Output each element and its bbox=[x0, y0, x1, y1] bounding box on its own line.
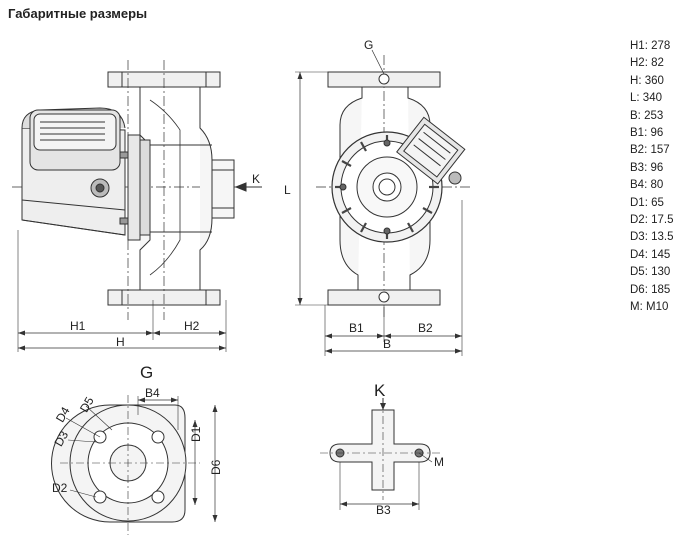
dim-b4: B4: 80 bbox=[630, 179, 664, 192]
label-m: M bbox=[434, 455, 444, 469]
label-d3: D3 bbox=[51, 428, 71, 449]
dim-m: M: M10 bbox=[630, 301, 669, 314]
label-g-flange: G bbox=[140, 363, 153, 382]
label-d6: D6 bbox=[209, 459, 223, 475]
dim-d6: D6: 185 bbox=[630, 283, 671, 296]
label-k-side: K bbox=[252, 172, 260, 186]
label-d2: D2 bbox=[52, 481, 68, 495]
side-view bbox=[12, 60, 262, 352]
dim-d5: D5: 130 bbox=[630, 266, 671, 279]
dim-d1: D1: 65 bbox=[630, 196, 664, 209]
dim-d3: D3: 13.5 bbox=[630, 231, 674, 244]
dim-b3: B3: 96 bbox=[630, 161, 664, 174]
label-l: L bbox=[284, 183, 291, 197]
label-b1: B1 bbox=[349, 321, 364, 335]
dimension-list: H1: 278 H2: 82 H: 360 L: 340 B: 253 B1: … bbox=[630, 38, 673, 317]
label-h2: H2 bbox=[184, 319, 200, 333]
label-g-front: G bbox=[364, 38, 373, 52]
flange-view bbox=[51, 395, 218, 535]
label-b3: B3 bbox=[376, 503, 391, 517]
front-view bbox=[295, 49, 470, 356]
base-plate-view bbox=[320, 398, 440, 510]
dim-h1: H1: 278 bbox=[630, 40, 671, 52]
label-d1: D1 bbox=[189, 426, 203, 442]
label-b2: B2 bbox=[418, 321, 433, 335]
dim-b: B: 253 bbox=[630, 109, 664, 122]
label-h1: H1 bbox=[70, 319, 86, 333]
label-d5: D5 bbox=[77, 394, 97, 415]
dim-l: L: 340 bbox=[630, 92, 662, 105]
dim-h2: H2: 82 bbox=[630, 57, 664, 70]
dim-d2: D2: 17.5 bbox=[630, 214, 674, 227]
label-h: H bbox=[116, 335, 125, 349]
page-title: Габаритные размеры bbox=[8, 6, 148, 21]
label-k-top: K bbox=[374, 381, 386, 400]
dim-b2: B2: 157 bbox=[630, 144, 670, 157]
label-d4: D4 bbox=[53, 404, 73, 425]
dim-d4: D4: 145 bbox=[630, 248, 671, 261]
label-b: B bbox=[383, 337, 391, 351]
dim-h: H: 360 bbox=[630, 74, 664, 87]
label-b4: B4 bbox=[145, 386, 160, 400]
dim-b1: B1: 96 bbox=[630, 127, 664, 140]
